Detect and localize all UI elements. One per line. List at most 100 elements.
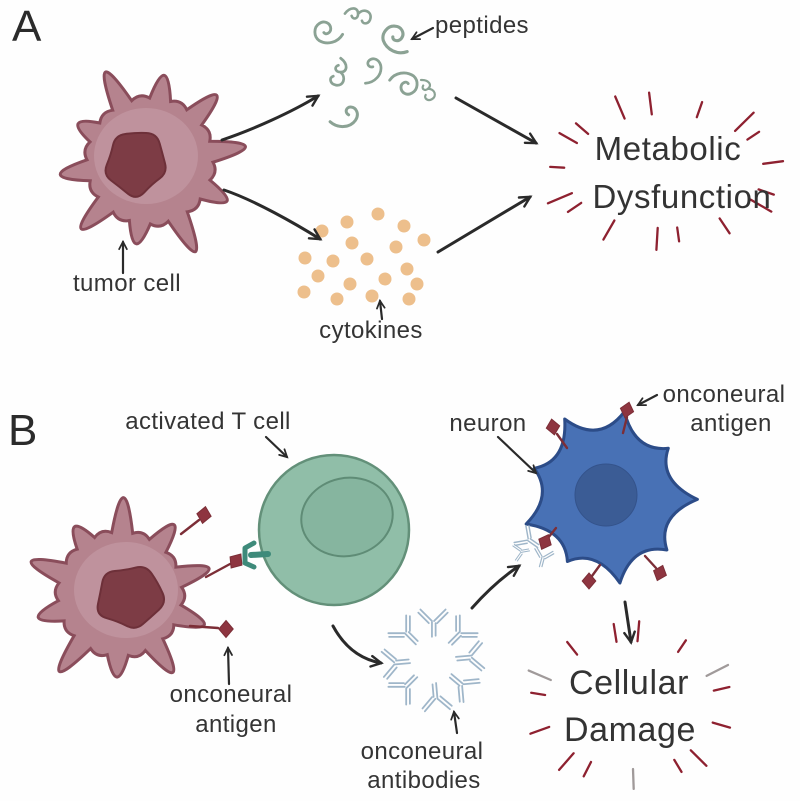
antibody-stroke: [462, 678, 480, 682]
starburst-ray: [655, 226, 659, 251]
cytokine-dot: [400, 262, 414, 276]
tumor-cell-b: [29, 496, 211, 679]
peptides-label-arrow: [410, 26, 435, 41]
antibody-stroke: [439, 695, 453, 707]
onconeural-antigen-diamond: [652, 564, 668, 582]
starburst-ray: [636, 620, 641, 643]
antibody-stroke: [542, 550, 554, 558]
antibody-icon: [512, 543, 531, 562]
peptide-squiggle: [419, 78, 436, 102]
antibody-stroke: [447, 631, 460, 644]
cytokine-dot: [371, 207, 385, 221]
cytokine-dot: [397, 219, 411, 233]
antibody-icon: [421, 682, 453, 713]
antibody-stroke: [536, 546, 543, 558]
neuron-label-arrow: [496, 435, 538, 475]
antibody-stroke: [407, 631, 419, 642]
starburst-ray: [566, 640, 579, 656]
starburst-ray: [558, 131, 579, 145]
tumor-cell-label: tumor cell: [72, 270, 182, 297]
onconeural-antigen-diamond: [218, 619, 234, 639]
tumor-cell-a: [58, 70, 247, 254]
antibody-stroke: [382, 663, 396, 678]
antibody-stroke: [409, 615, 411, 632]
onconeural-antigen-diamond: [619, 401, 635, 419]
onconeural-antigen-neuron-label-arrow: [636, 393, 659, 407]
antibody-stroke: [456, 658, 471, 662]
onconeural-antigen-tumor-label-arrow: [223, 645, 233, 686]
antibodies-at-neuron: [512, 525, 555, 568]
peptide-squiggle: [328, 105, 359, 129]
arrows: [118, 26, 659, 735]
starburst-ray: [705, 663, 730, 678]
cytokine-dot: [330, 292, 344, 306]
metabolic-dysfunction-starburst: [546, 91, 785, 251]
antibody-stroke: [455, 615, 457, 632]
antibody-stroke: [380, 650, 396, 664]
neuron-nucleus: [574, 463, 638, 527]
starburst-ray: [582, 760, 593, 778]
antibody-stroke: [534, 548, 541, 558]
starburst-ray: [676, 226, 681, 243]
antibody-stroke: [470, 656, 486, 670]
antibody-stroke: [460, 632, 479, 635]
starburst-ray: [631, 767, 635, 791]
cytokines-label-arrow: [376, 298, 386, 321]
antibody-stroke: [388, 682, 405, 684]
antibody-stroke: [513, 543, 522, 550]
antibody-icon: [513, 525, 540, 549]
starburst-ray: [529, 725, 551, 735]
starburst-ray: [676, 639, 688, 654]
outcome-dysfunction: Dysfunction: [592, 178, 772, 215]
antibody-icon: [455, 640, 486, 672]
antibody-stroke: [516, 553, 523, 562]
antibody-stroke: [394, 662, 411, 666]
onconeural-antigen-diamond: [538, 534, 552, 550]
neuron-label: neuron: [449, 410, 527, 437]
starburst-ray: [566, 201, 583, 214]
antibody-icon: [534, 546, 555, 568]
cellular-damage-starburst: [527, 620, 732, 791]
cytokine-dot: [311, 269, 325, 283]
receptor-stem: [248, 551, 271, 558]
antibody-stroke: [436, 697, 451, 711]
antibody-stroke: [520, 550, 531, 553]
starburst-ray: [712, 685, 731, 692]
t-cell-receptor: [242, 540, 271, 570]
cytokine-dot: [340, 215, 354, 229]
t-cell-label-arrow: [264, 435, 289, 459]
starburst-ray: [757, 188, 775, 196]
onconeural-antibodies-cluster: [380, 608, 486, 713]
cytokine-dot: [365, 289, 379, 303]
antibody-stroke: [544, 553, 555, 560]
t-cell-nucleus: [300, 476, 394, 558]
starburst-ray: [673, 758, 683, 774]
outcome-metabolic: Metabolic: [594, 130, 742, 167]
antibody-stroke: [417, 611, 430, 625]
cytokine-dot: [298, 251, 312, 265]
peptide-squiggle: [329, 56, 348, 87]
arrow-tumor-to-peptides: [220, 94, 321, 142]
cytokine-dot: [389, 240, 403, 254]
antibody-stroke: [514, 551, 522, 561]
peptide-squiggle: [381, 24, 409, 55]
starburst-ray: [762, 160, 785, 165]
tumor-cell-b-nucleus: [96, 566, 166, 629]
onconeural-antigen-diamond: [196, 505, 212, 525]
antibody-stroke: [527, 539, 539, 549]
arrow-cytokines-to-outcome: [436, 195, 533, 254]
arrow-neuron-to-damage: [623, 600, 636, 645]
antibody-stroke: [383, 648, 397, 660]
antibody-icon: [417, 608, 449, 638]
cytokine-dot: [378, 272, 392, 286]
onconeural-antigen-neuron-label-line1: onconeural: [662, 381, 786, 408]
onconeural-antigen-diamond: [545, 418, 561, 436]
neuron-cell: [524, 410, 699, 585]
antibody-stroke: [431, 683, 435, 698]
antibody-stroke: [395, 658, 410, 662]
panel-b-letter: B: [8, 406, 38, 455]
antigen-stalk: [590, 563, 602, 578]
starburst-ray: [574, 122, 590, 136]
cytokine-dot: [402, 292, 416, 306]
